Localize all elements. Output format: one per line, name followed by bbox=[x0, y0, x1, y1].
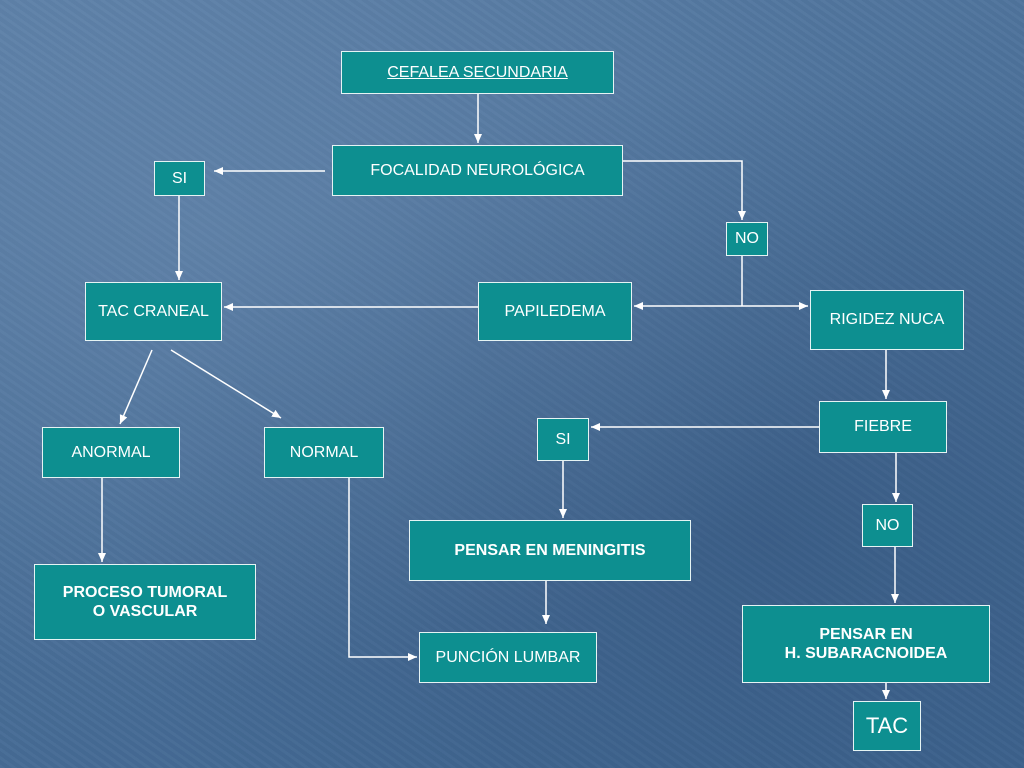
arrow-normal-to-puncion bbox=[348, 478, 417, 661]
node-anormal: ANORMAL bbox=[42, 427, 180, 478]
node-no-fiebre: NO bbox=[862, 504, 913, 547]
node-si-focalidad: SI bbox=[154, 161, 205, 196]
arrow-focalidad-to-no bbox=[623, 160, 746, 220]
node-proceso-tumoral: PROCESO TUMORAL O VASCULAR bbox=[34, 564, 256, 640]
node-cefalea-secundaria: CEFALEA SECUNDARIA bbox=[341, 51, 614, 94]
node-pensar-subaracnoidea: PENSAR EN H. SUBARACNOIDEA bbox=[742, 605, 990, 683]
node-focalidad-neurologica: FOCALIDAD NEUROLÓGICA bbox=[332, 145, 623, 196]
node-puncion-lumbar: PUNCIÓN LUMBAR bbox=[419, 632, 597, 683]
node-fiebre: FIEBRE bbox=[819, 401, 947, 453]
node-tac: TAC bbox=[853, 701, 921, 751]
node-rigidez-nuca: RIGIDEZ NUCA bbox=[810, 290, 964, 350]
node-pensar-meningitis: PENSAR EN MENINGITIS bbox=[409, 520, 691, 581]
node-normal: NORMAL bbox=[264, 427, 384, 478]
node-tac-craneal: TAC CRANEAL bbox=[85, 282, 222, 341]
node-si-fiebre: SI bbox=[537, 418, 589, 461]
node-no-focalidad: NO bbox=[726, 222, 768, 256]
node-papiledema: PAPILEDEMA bbox=[478, 282, 632, 341]
arrow-tac-craneal-to-anormal bbox=[119, 349, 153, 425]
arrow-tac-craneal-to-normal bbox=[170, 349, 282, 419]
